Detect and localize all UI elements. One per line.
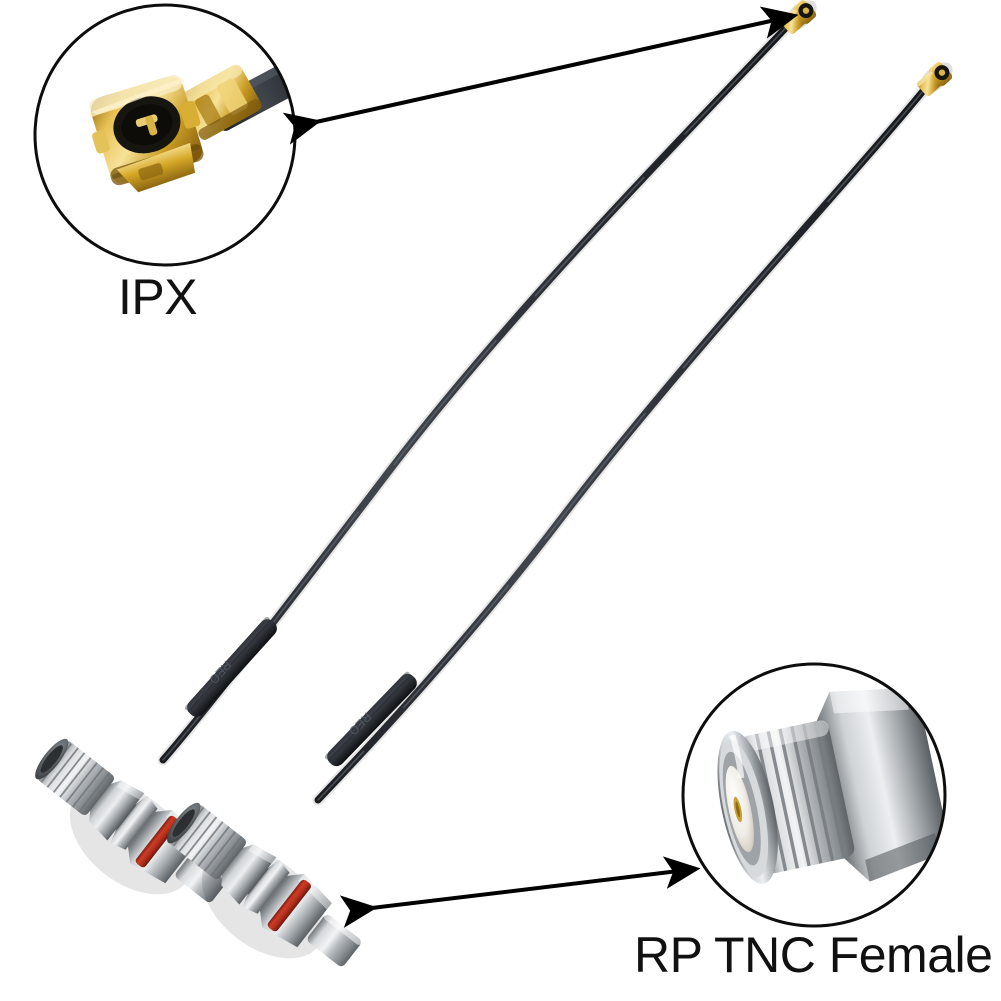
ipx-callout-circle (33, 3, 297, 267)
rp-tnc-connector-cable-2 (167, 802, 362, 967)
ipx-callout-arrow (282, 6, 799, 145)
rp-tnc-callout-outline (681, 662, 947, 928)
cable-2-heat-shrink: REO (324, 671, 417, 767)
o-ring-cable-2 (267, 879, 311, 932)
o-ring-cable-1 (135, 815, 179, 868)
rp-tnc-callout-label: RP TNC Female (634, 927, 993, 983)
cable-1-heat-shrink: REO (184, 617, 277, 717)
cable-2: REO (312, 74, 938, 806)
ipx-connector-cable-2 (916, 62, 953, 97)
rp-tnc-callout-arrow (339, 856, 701, 928)
ipx-callout-label: IPX (118, 269, 198, 325)
rp-tnc-callout-circle (681, 662, 947, 928)
